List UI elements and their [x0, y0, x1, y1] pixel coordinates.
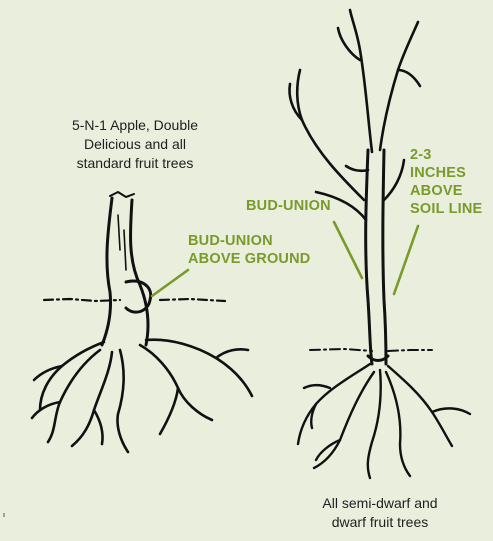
- right-caption-line-2: dwarf fruit trees: [290, 513, 470, 532]
- right-trunk: [366, 150, 372, 364]
- right-bud-union: [368, 356, 388, 361]
- right-tree-caption: All semi-dwarf and dwarf fruit trees: [290, 494, 470, 532]
- left-caption-line-1: 5-N-1 Apple, Double: [40, 116, 230, 135]
- right-depth-pointer: [394, 226, 418, 294]
- right-branches: [290, 10, 421, 220]
- left-trunk: [102, 198, 112, 345]
- left-roots: [32, 340, 252, 452]
- right-depth-label: 2-3 INCHES ABOVE SOIL LINE: [410, 146, 482, 218]
- left-bud-union-label: BUD-UNION ABOVE GROUND: [188, 232, 310, 268]
- left-tree-caption: 5-N-1 Apple, Double Delicious and all st…: [40, 116, 230, 173]
- left-pointer-line: [152, 270, 188, 296]
- right-roots: [298, 364, 470, 478]
- right-depth-line-3: ABOVE: [410, 182, 482, 200]
- right-depth-line-1: 2-3: [410, 146, 482, 164]
- left-label-line-2: ABOVE GROUND: [188, 250, 310, 268]
- right-caption-line-1: All semi-dwarf and: [290, 494, 470, 513]
- right-depth-line-2: INCHES: [410, 164, 482, 182]
- left-caption-line-3: standard fruit trees: [40, 154, 230, 173]
- left-label-line-1: BUD-UNION: [188, 232, 310, 250]
- left-tree-drawing: [32, 192, 252, 452]
- left-soil-line: [44, 299, 225, 301]
- right-tree-drawing: [290, 10, 471, 478]
- left-bud-union: [126, 281, 151, 312]
- right-depth-line-4: SOIL LINE: [410, 200, 482, 218]
- left-caption-line-2: Delicious and all: [40, 135, 230, 154]
- right-bud-union-label: BUD-UNION: [246, 197, 331, 215]
- right-bud-union-pointer: [334, 222, 362, 278]
